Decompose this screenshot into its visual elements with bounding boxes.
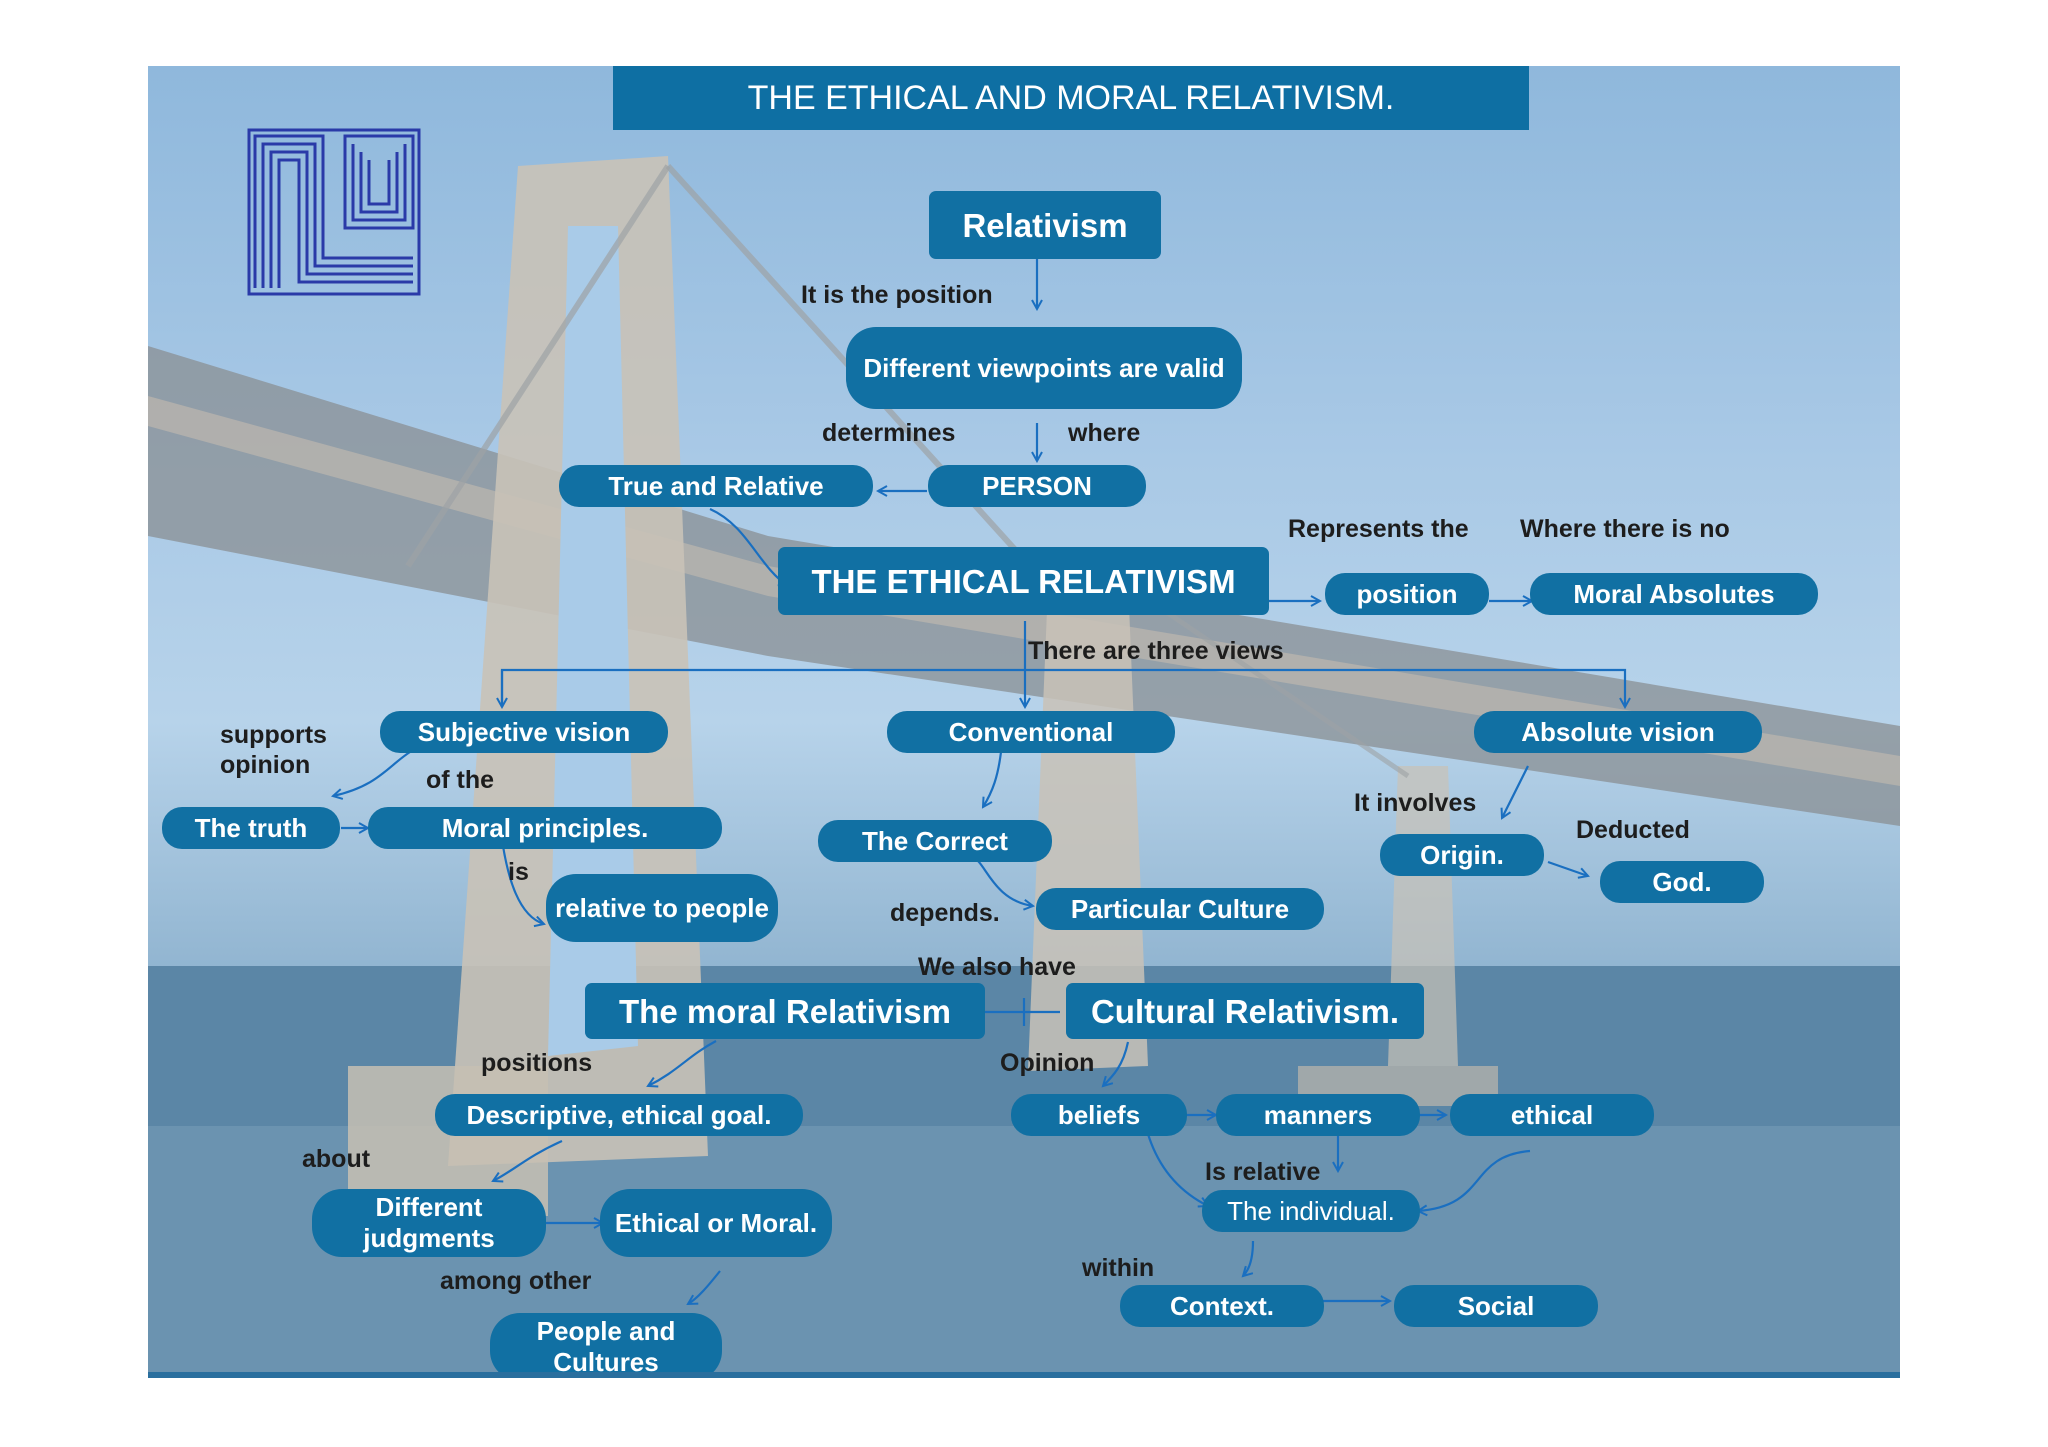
label-where-there-is-no: Where there is no [1520, 515, 1730, 543]
node-moral-principles: Moral principles. [368, 807, 722, 849]
label-where: where [1068, 419, 1141, 447]
node-the-correct: The Correct [818, 820, 1052, 862]
label-is: is [508, 858, 529, 886]
label-among-other: among other [440, 1267, 592, 1295]
node-subjective-vision: Subjective vision [380, 711, 668, 753]
label-opinion: Opinion [1000, 1049, 1095, 1077]
node-conventional: Conventional [887, 711, 1175, 753]
node-context: Context. [1120, 1285, 1324, 1327]
node-god: God. [1600, 861, 1764, 903]
slide: THE ETHICAL AND MORAL RELATIVISM. [148, 66, 1900, 1378]
node-cultural-relativism: Cultural Relativism. [1066, 983, 1424, 1039]
label-supports-opinion: supports opinion [220, 721, 327, 779]
label-it-involves: It involves [1354, 789, 1477, 817]
label-three-views: There are three views [1028, 637, 1284, 665]
concept-map-connectors [148, 259, 1900, 1378]
node-different-judgments: Different judgments [312, 1189, 546, 1257]
label-is-relative: Is relative [1205, 1158, 1321, 1186]
label-determines: determines [822, 419, 956, 447]
node-different-viewpoints: Different viewpoints are valid [846, 327, 1242, 409]
slide-bottom-border [148, 1372, 1900, 1378]
node-relative-people: relative to people [546, 874, 778, 942]
label-we-also-have: We also have [918, 953, 1076, 981]
node-the-individual: The individual. [1202, 1190, 1420, 1232]
node-the-truth: The truth [162, 807, 340, 849]
node-particular-culture: Particular Culture [1036, 888, 1324, 930]
node-absolute-vision: Absolute vision [1474, 711, 1762, 753]
node-manners: manners [1216, 1094, 1420, 1136]
label-it-is-position: It is the position [801, 281, 993, 309]
node-beliefs: beliefs [1011, 1094, 1187, 1136]
node-true-relative: True and Relative [559, 465, 873, 507]
label-within: within [1082, 1254, 1155, 1282]
label-deducted: Deducted [1576, 816, 1690, 844]
node-relativism: Relativism [929, 191, 1161, 259]
node-moral-relativism: The moral Relativism [585, 983, 985, 1039]
node-ethical-moral: Ethical or Moral. [600, 1189, 832, 1257]
page-title: THE ETHICAL AND MORAL RELATIVISM. [613, 66, 1529, 130]
node-ethical-relativism: THE ETHICAL RELATIVISM [778, 547, 1269, 615]
label-of-the: of the [426, 766, 495, 794]
node-position: position [1325, 573, 1489, 615]
node-origin: Origin. [1380, 834, 1544, 876]
node-people-cultures: People and Cultures [490, 1313, 722, 1378]
node-descriptive: Descriptive, ethical goal. [435, 1094, 803, 1136]
node-person: PERSON [928, 465, 1146, 507]
node-ethical: ethical [1450, 1094, 1654, 1136]
university-logo-icon [247, 128, 421, 296]
label-depends: depends. [890, 899, 1000, 927]
node-social: Social [1394, 1285, 1598, 1327]
label-represents-the: Represents the [1288, 515, 1469, 543]
label-positions: positions [481, 1049, 593, 1077]
node-moral-absolutes: Moral Absolutes [1530, 573, 1818, 615]
label-about: about [302, 1145, 371, 1173]
